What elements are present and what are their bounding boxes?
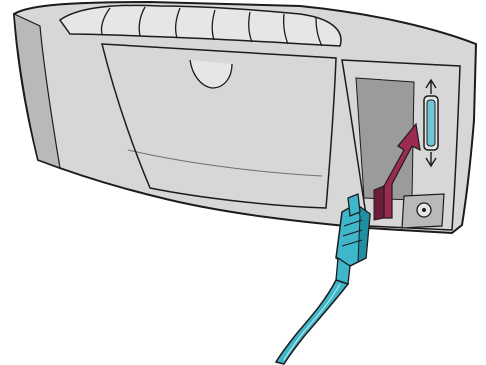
cable-connector (335, 193, 371, 285)
power-socket (401, 193, 445, 229)
door-inner-fold (127, 149, 323, 177)
connector-hood-edge (355, 202, 371, 263)
connect-arrow (373, 122, 421, 221)
rear-access-door (101, 43, 337, 209)
printer-top-cover (58, 4, 342, 47)
connector-plug (347, 193, 361, 217)
connect-arrow-side (373, 185, 385, 221)
power-socket-pin (422, 208, 426, 212)
parallel-port-socket (426, 99, 436, 147)
cover-ribs (100, 6, 323, 47)
parallel-cable-highlight (283, 283, 341, 361)
parallel-port (423, 78, 439, 168)
printer-left-side (13, 13, 61, 169)
connect-arrow-face (383, 122, 421, 219)
connector-grip-lines (341, 219, 363, 247)
port-lock-down-icon (425, 152, 437, 168)
door-latch-notch (189, 59, 233, 89)
port-lock-up-icon (425, 78, 437, 94)
